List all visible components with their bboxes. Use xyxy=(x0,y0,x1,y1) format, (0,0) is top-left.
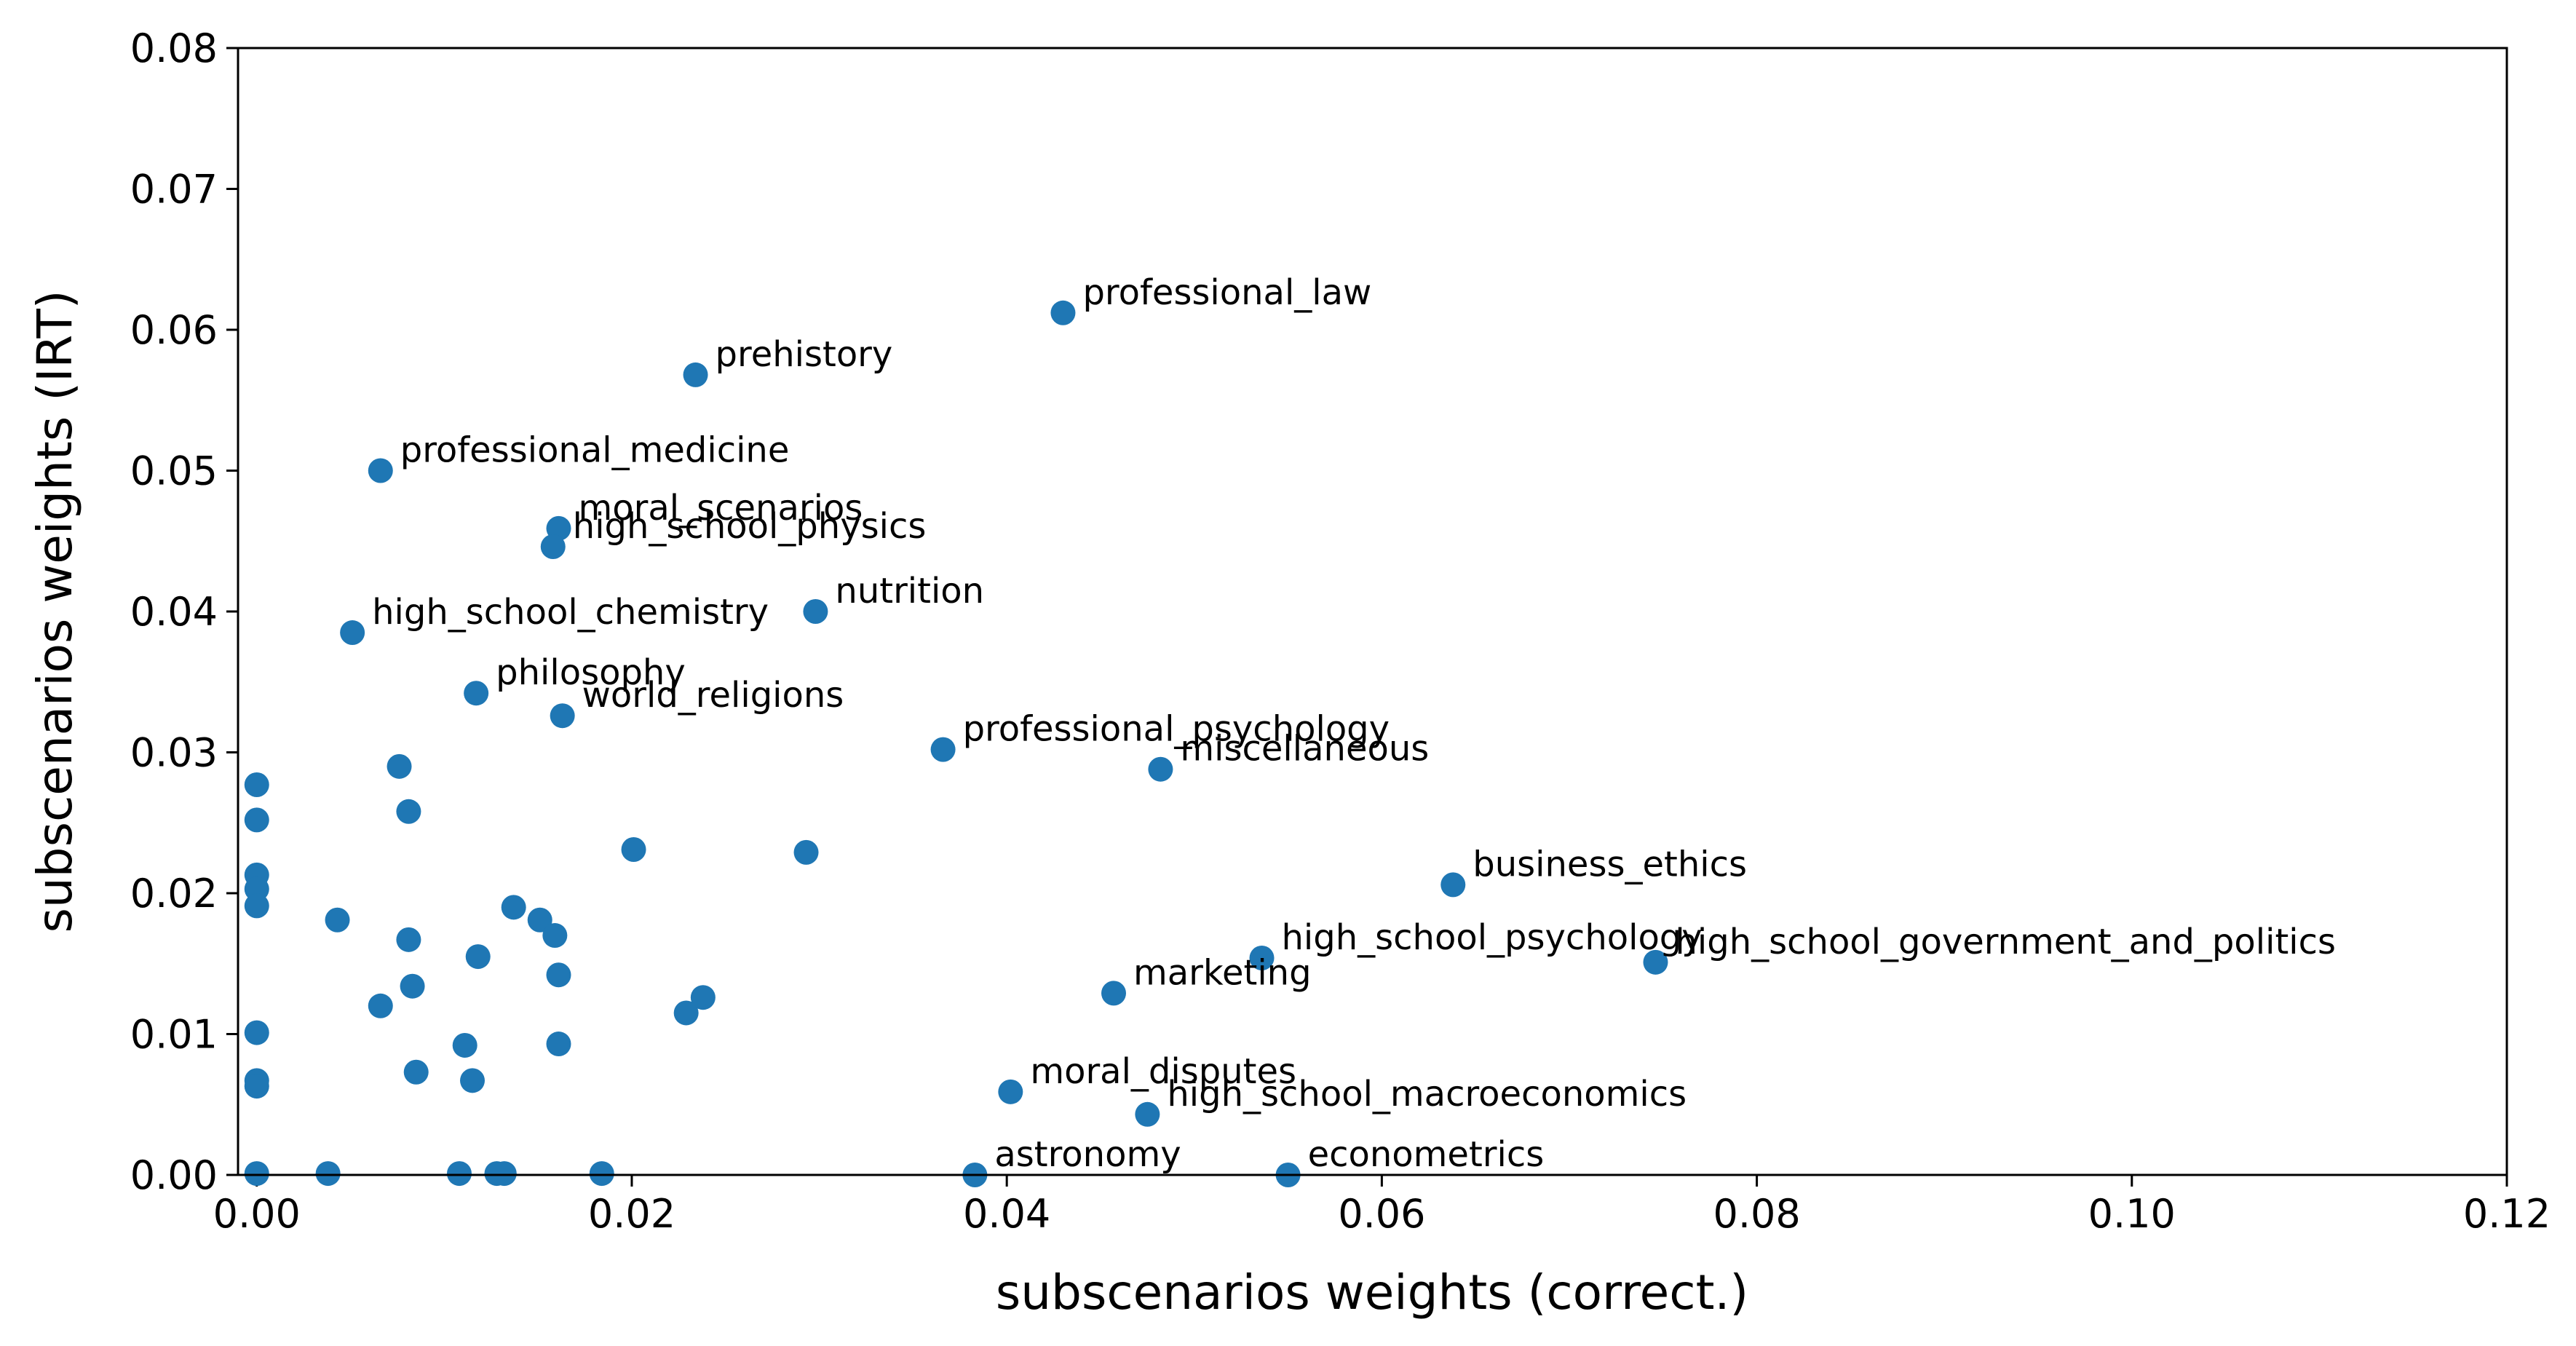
point-label-professional-law: professional_law xyxy=(1082,272,1371,313)
plot-frame xyxy=(237,47,2508,1176)
y-tick-label-4: 0.04 xyxy=(130,589,218,635)
point-label-philosophy: philosophy xyxy=(496,652,686,693)
point-label-high-school-government-and-politics: high_school_government_and_politics xyxy=(1675,922,2336,962)
y-tick-label-3: 0.03 xyxy=(130,730,218,776)
point-label-marketing: marketing xyxy=(1133,952,1312,993)
data-point-31 xyxy=(387,753,412,779)
data-point-6 xyxy=(340,620,365,646)
point-label-moral-disputes: moral_disputes xyxy=(1030,1051,1296,1092)
point-label-world-religions: world_religions xyxy=(582,675,844,716)
point-label-high-school-chemistry: high_school_chemistry xyxy=(372,592,769,633)
data-point-16 xyxy=(1135,1101,1160,1127)
data-point-38 xyxy=(460,1068,486,1093)
data-point-27 xyxy=(244,1161,269,1187)
x-axis-title: subscenarios weights (correct.) xyxy=(996,1264,1748,1321)
data-point-49 xyxy=(673,1000,699,1026)
y-axis: 0.00 0.01 0.02 0.03 0.04 0.05 0.06 0.07 0.08 xyxy=(130,25,238,1198)
data-point-37 xyxy=(452,1032,477,1058)
data-point-32 xyxy=(396,799,421,824)
y-axis-title: subscenarios weights (IRT) xyxy=(27,290,83,933)
data-point-36 xyxy=(446,1161,472,1187)
point-label-high-school-macroeconomics: high_school_macroeconomics xyxy=(1167,1074,1687,1115)
data-point-12 xyxy=(1249,946,1275,971)
data-point-5 xyxy=(803,599,828,624)
point-label-prehistory: prehistory xyxy=(716,334,893,375)
data-point-39 xyxy=(465,944,491,970)
y-tick-label-0: 0.00 xyxy=(130,1152,218,1198)
data-point-26 xyxy=(244,1074,269,1099)
point-label-high-school-physics: high_school_physics xyxy=(573,506,927,547)
x-tick-label-3: 0.06 xyxy=(1338,1191,1425,1237)
y-tick-label-1: 0.01 xyxy=(130,1012,218,1058)
data-point-24 xyxy=(244,1020,269,1045)
data-point-15 xyxy=(998,1079,1023,1104)
x-tick-label-1: 0.02 xyxy=(588,1191,675,1237)
y-tick-label-7: 0.07 xyxy=(130,167,218,213)
point-labels: professional_law prehistory professional_m… xyxy=(372,272,2336,1175)
data-point-44 xyxy=(542,923,568,949)
point-label-professional-medicine: professional_medicine xyxy=(400,430,790,471)
data-point-1 xyxy=(683,362,708,387)
x-tick-label-0: 0.00 xyxy=(213,1191,301,1237)
data-point-8 xyxy=(550,703,575,729)
point-label-moral-scenarios: moral_scenarios xyxy=(579,488,863,528)
data-point-50 xyxy=(690,985,716,1010)
data-point-33 xyxy=(396,927,421,952)
data-point-7 xyxy=(464,681,489,706)
y-tick-label-5: 0.05 xyxy=(130,448,218,494)
point-label-professional-psychology: professional_psychology xyxy=(963,709,1390,750)
data-point-51 xyxy=(793,839,819,865)
data-point-43 xyxy=(527,907,552,933)
x-axis: 0.00 0.02 0.04 0.06 0.08 0.10 0.12 xyxy=(213,1175,2551,1237)
point-label-astronomy: astronomy xyxy=(994,1134,1181,1175)
data-point-41 xyxy=(491,1161,517,1187)
y-tick-label-8: 0.08 xyxy=(130,25,218,71)
point-label-business-ethics: business_ethics xyxy=(1473,844,1747,884)
y-tick-label-6: 0.06 xyxy=(130,307,218,353)
data-point-10 xyxy=(1148,756,1173,782)
data-point-46 xyxy=(546,1032,571,1057)
y-tick-label-2: 0.02 xyxy=(130,871,218,917)
data-point-45 xyxy=(546,962,571,988)
data-point-34 xyxy=(400,973,425,999)
data-point-23 xyxy=(244,893,269,919)
data-point-35 xyxy=(403,1059,429,1085)
data-point-19 xyxy=(244,772,269,798)
data-point-4 xyxy=(540,534,566,559)
data-point-14 xyxy=(1101,981,1127,1006)
data-point-42 xyxy=(501,895,526,920)
data-points xyxy=(244,300,1668,1187)
x-tick-label-5: 0.10 xyxy=(2088,1191,2176,1237)
data-point-11 xyxy=(1440,872,1466,898)
data-point-9 xyxy=(930,737,956,762)
point-label-high-school-psychology: high_school_psychology xyxy=(1282,917,1703,958)
data-point-30 xyxy=(368,993,393,1018)
point-label-miscellaneous: miscellaneous xyxy=(1180,729,1429,769)
point-label-econometrics: econometrics xyxy=(1308,1134,1545,1175)
x-tick-label-4: 0.08 xyxy=(1713,1191,1800,1237)
data-point-47 xyxy=(589,1161,614,1187)
data-point-48 xyxy=(621,837,646,863)
data-point-29 xyxy=(325,907,350,933)
data-point-20 xyxy=(244,807,269,833)
x-tick-label-2: 0.04 xyxy=(963,1191,1050,1237)
data-point-2 xyxy=(368,458,393,483)
data-point-13 xyxy=(1643,949,1668,975)
data-point-28 xyxy=(315,1161,341,1187)
data-point-0 xyxy=(1050,300,1076,325)
x-tick-label-6: 0.12 xyxy=(2463,1191,2551,1237)
point-label-nutrition: nutrition xyxy=(835,571,984,611)
